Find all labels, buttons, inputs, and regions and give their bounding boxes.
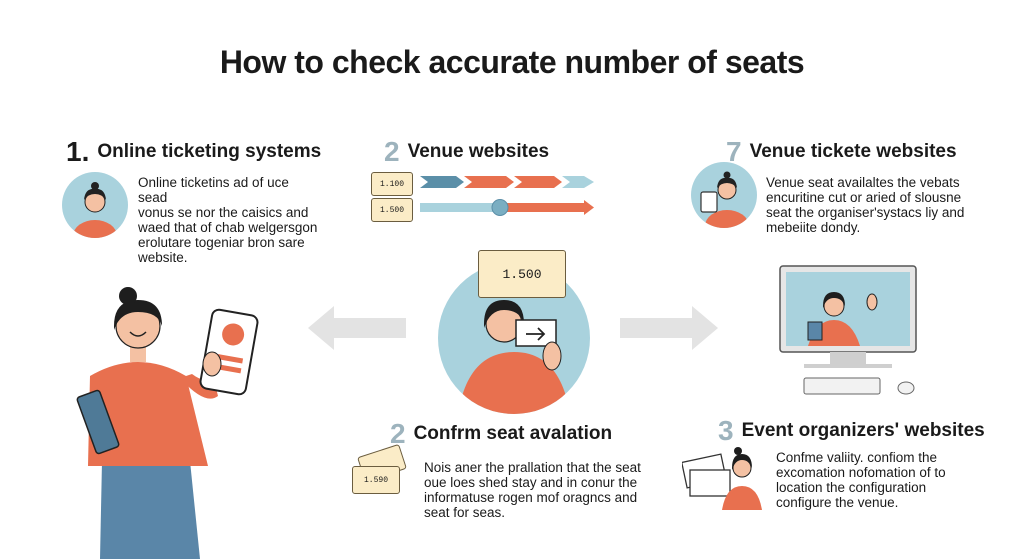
- flow-arrows: [420, 176, 594, 216]
- step1-number: 1.: [66, 136, 90, 167]
- step4-number: 2: [390, 418, 406, 449]
- step3-avatar: [691, 162, 757, 228]
- step3-line: mebeiite dondy.: [766, 220, 861, 235]
- step2-header: 2 Venue websites: [384, 136, 549, 168]
- step1-description: Online ticketins ad of uce sead vonus se…: [138, 175, 318, 265]
- step5-line: configure the venue.: [776, 495, 899, 510]
- woman-icon: [73, 182, 117, 238]
- step5-line: excomation nofomation of to: [776, 465, 946, 480]
- step4-header: 2 Confrm seat avalation: [390, 418, 612, 450]
- arrow-left-icon: [308, 306, 406, 350]
- step2-number: 2: [384, 136, 400, 167]
- page-title: How to check accurate number of seats: [219, 44, 805, 80]
- step1-avatar: [62, 172, 128, 238]
- step3-line: Venue seat availaltes the vebats: [766, 175, 960, 190]
- step3-description: Venue seat availaltes the vebats encurit…: [766, 175, 986, 235]
- step3-line: seat the organiser'systacs liy and: [766, 205, 965, 220]
- arrow-right-icon: [620, 306, 718, 350]
- step4-description: Nois aner the prallation that the seat o…: [424, 460, 654, 520]
- step1-heading: Online ticketing systems: [97, 141, 322, 162]
- woman-with-phone-illustration: [76, 287, 259, 559]
- computer-monitor-illustration: [779, 265, 917, 395]
- step4-line: informatuse rogen mof oragncs and: [424, 490, 638, 505]
- woman-waving-icon: [458, 300, 570, 414]
- step1-line: erolutare togeniar bron sare: [138, 235, 305, 250]
- woman-with-tickets-icon: [682, 447, 762, 510]
- step1-line: vonus se nor the caisics and: [138, 205, 309, 220]
- step4-line: seat for seas.: [424, 505, 506, 520]
- step1-line: website.: [138, 250, 188, 265]
- woman-with-tablet-icon: [700, 171, 749, 228]
- ticket-icon: 1.590: [352, 466, 400, 494]
- step3-heading: Venue tickete websites: [749, 141, 957, 162]
- ticket-icon: 1.500: [478, 250, 566, 298]
- step4-line: Nois aner the prallation that the seat: [424, 460, 641, 475]
- step5-line: location the configuration: [776, 480, 927, 495]
- step3-number: 7: [726, 136, 742, 167]
- step3-header: 7 Venue tickete websites: [726, 136, 957, 168]
- ticket-icon: 1.500: [371, 198, 413, 222]
- step2-heading: Venue websites: [407, 141, 550, 162]
- step3-line: encuritine cut or aried of slousne: [766, 190, 962, 205]
- step5-line: Confme valiity. confiom the: [776, 450, 938, 465]
- step1-line: waed that of chab welgersgon: [138, 220, 318, 235]
- step5-description: Confme valiity. confiom the excomation n…: [776, 450, 976, 510]
- step4-heading: Confrm seat avalation: [413, 423, 613, 444]
- step1-header: 1. Online ticketing systems: [66, 136, 321, 168]
- step5-heading: Event organizers' websites: [741, 420, 985, 441]
- step5-header: 3 Event organizers' websites: [718, 415, 985, 447]
- ticket-icon: 1.100: [371, 172, 413, 196]
- step1-line: Online ticketins ad of uce sead: [138, 175, 289, 205]
- step4-line: oue loes shed stay and in conur the: [424, 475, 638, 490]
- step5-number: 3: [718, 415, 734, 446]
